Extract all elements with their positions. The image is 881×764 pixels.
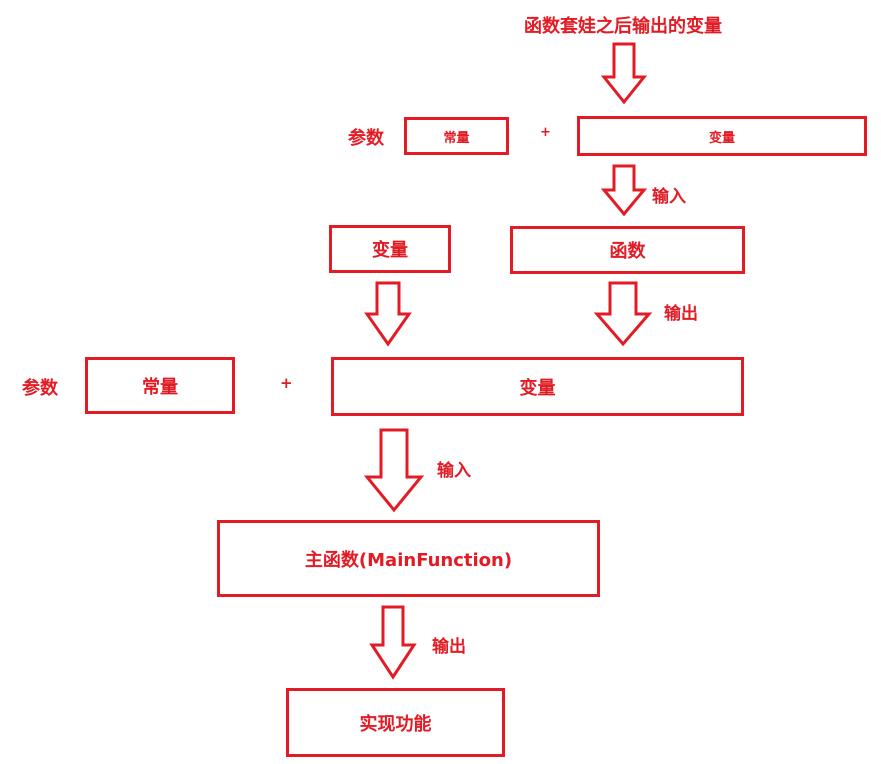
arrow-middle-variable-down <box>364 281 412 347</box>
second-param-label: 参数 <box>22 378 58 399</box>
arrow-variable-to-function <box>600 164 648 217</box>
top-variable-label: 变量 <box>708 130 735 146</box>
arrow-to-result <box>369 605 417 680</box>
arrow-function-output <box>593 281 653 347</box>
second-plus-sign: + <box>280 374 293 392</box>
middle-variable-label: 变量 <box>372 240 408 261</box>
second-constant-box: 常量 <box>85 357 235 414</box>
second-variable-label: 变量 <box>519 377 556 399</box>
second-constant-label: 常量 <box>142 376 178 398</box>
arrow-to-main-function <box>363 428 425 513</box>
main-function-box: 主函数(MainFunction) <box>217 520 600 597</box>
top-constant-box: 常量 <box>404 117 509 155</box>
main-function-label: 主函数(MainFunction) <box>304 549 513 571</box>
function-box: 函数 <box>510 226 745 274</box>
second-variable-box: 变量 <box>331 357 744 416</box>
top-input-label: 输入 <box>652 187 686 207</box>
second-input-label: 输入 <box>437 461 471 481</box>
diagram-title: 函数套娃之后输出的变量 <box>524 16 722 37</box>
result-box: 实现功能 <box>286 688 505 757</box>
middle-variable-box: 变量 <box>329 225 451 273</box>
top-constant-label: 常量 <box>443 130 470 146</box>
top-param-label: 参数 <box>348 128 384 149</box>
result-label: 实现功能 <box>359 713 432 735</box>
arrow-title-to-variable <box>600 42 648 105</box>
final-output-label: 输出 <box>432 637 466 657</box>
top-variable-box: 变量 <box>577 116 867 156</box>
top-plus-sign: + <box>540 125 551 140</box>
middle-output-label: 输出 <box>664 304 698 324</box>
function-label: 函数 <box>609 241 646 262</box>
